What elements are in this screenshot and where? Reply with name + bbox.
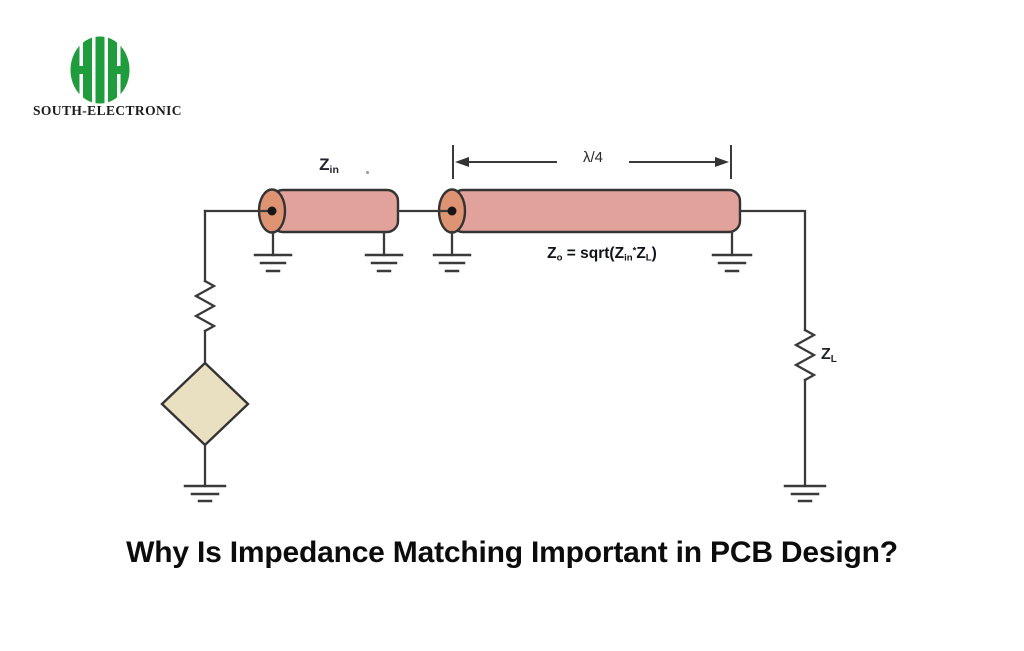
ground-icon-1 — [253, 253, 293, 273]
zl-base: Z — [821, 346, 831, 363]
components — [160, 188, 742, 447]
resistor-source-icon — [193, 279, 217, 333]
wire-right-top — [738, 209, 807, 332]
tline2-body-icon — [450, 188, 742, 234]
title-wrap: Why Is Impedance Matching Important in P… — [0, 535, 1024, 570]
formula-sub-in: in — [624, 252, 633, 264]
formula-close: ) — [651, 245, 657, 262]
formula-sub-l: L — [645, 252, 652, 264]
zin-label: Zin — [298, 155, 360, 176]
brand-logo-icon — [70, 36, 130, 104]
zl-sub: L — [830, 353, 837, 365]
formula-eq-sqrt: = sqrt(Z — [562, 245, 625, 262]
dimension-arrowheads — [455, 157, 729, 167]
z0-formula-label: Zo = sqrt(Zin*ZL) — [490, 245, 714, 264]
ground-icon-source — [183, 484, 227, 503]
lambda-quarter-label: λ/4 — [582, 149, 603, 166]
resistor-load-icon — [793, 328, 817, 382]
conductor-dots — [267, 206, 457, 216]
zin-sub: in — [329, 163, 339, 176]
zl-label: ZL — [821, 346, 837, 365]
formula-star: * — [632, 245, 637, 257]
ground-icon-load — [783, 484, 827, 503]
formula-z: Z — [547, 245, 557, 262]
logo-stripes — [70, 36, 130, 104]
brand-name: SOUTH-ELECTRONIC — [33, 103, 182, 118]
zin-base: Z — [319, 155, 330, 174]
ground-icon-2 — [364, 253, 404, 273]
arrow-left-icon — [455, 157, 469, 167]
arrow-right-icon — [715, 157, 729, 167]
tline1-conductor-dot-icon — [267, 206, 277, 216]
formula-z2: Z — [636, 245, 646, 262]
ground-icon-3 — [432, 253, 472, 273]
page-title: Why Is Impedance Matching Important in P… — [126, 536, 898, 569]
dimension-ticks — [452, 145, 732, 179]
formula-sub-o: o — [556, 252, 563, 264]
tline2-conductor-dot-icon — [447, 206, 457, 216]
speck-dot — [366, 171, 369, 174]
wires — [183, 145, 827, 503]
source-diamond-icon — [160, 361, 250, 447]
tline1-body-icon — [270, 188, 400, 234]
ground-icon-4 — [711, 253, 753, 273]
